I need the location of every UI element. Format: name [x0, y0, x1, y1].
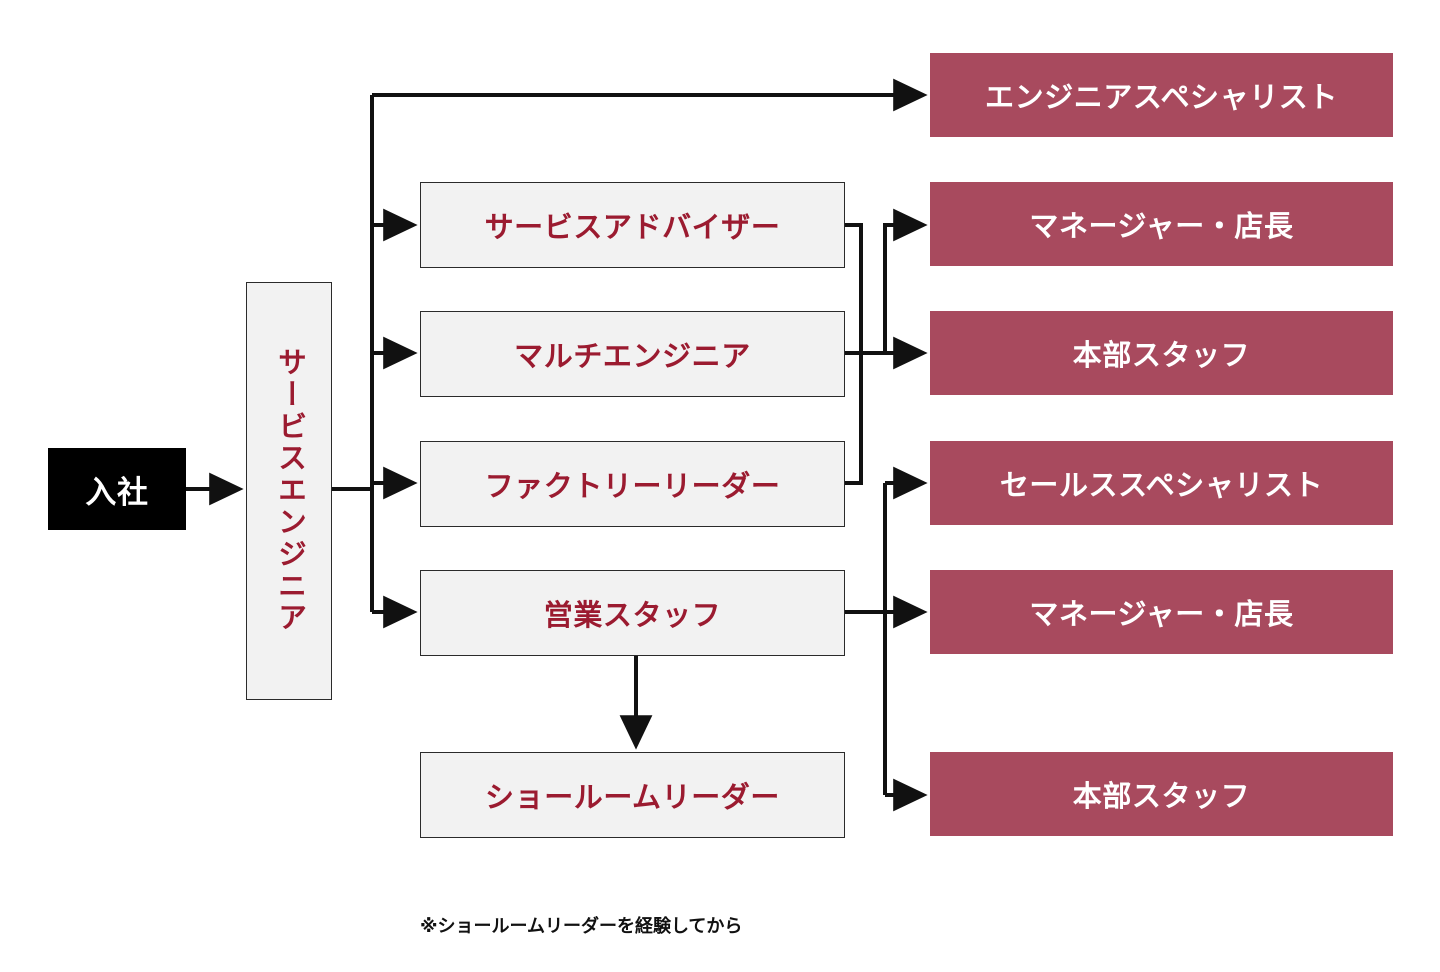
footnote-line-1: ※ショールームリーダーを経験してから — [420, 915, 743, 936]
stage-node-service-engineer[interactable]: サービスエンジニア — [246, 282, 332, 700]
goal-node-headquarters-staff-lower[interactable]: 本部スタッフ — [930, 752, 1393, 836]
footnote: ※ショールームリーダーを経験してから マネージャー職等に就くスタッフもいます — [420, 857, 940, 972]
goal-node-headquarters-staff-upper[interactable]: 本部スタッフ — [930, 311, 1393, 395]
connector-upper-to-goal-2 — [883, 208, 928, 353]
role-node-sales-staff[interactable]: 営業スタッフ — [420, 570, 845, 656]
entry-node-nyusha[interactable]: 入社 — [48, 448, 186, 530]
connector-upper-group-bracket — [845, 223, 863, 485]
role-node-service-advisor[interactable]: サービスアドバイザー — [420, 182, 845, 268]
goal-node-sales-specialist[interactable]: セールススペシャリスト — [930, 441, 1393, 525]
goal-node-manager-store-chief-lower[interactable]: マネージャー・店長 — [930, 570, 1393, 654]
goal-node-engineer-specialist[interactable]: エンジニアスペシャリスト — [930, 53, 1393, 137]
role-node-showroom-leader[interactable]: ショールームリーダー — [420, 752, 845, 838]
goal-node-manager-store-chief-upper[interactable]: マネージャー・店長 — [930, 182, 1393, 266]
role-node-factory-leader[interactable]: ファクトリーリーダー — [420, 441, 845, 527]
role-node-multi-engineer[interactable]: マルチエンジニア — [420, 311, 845, 397]
